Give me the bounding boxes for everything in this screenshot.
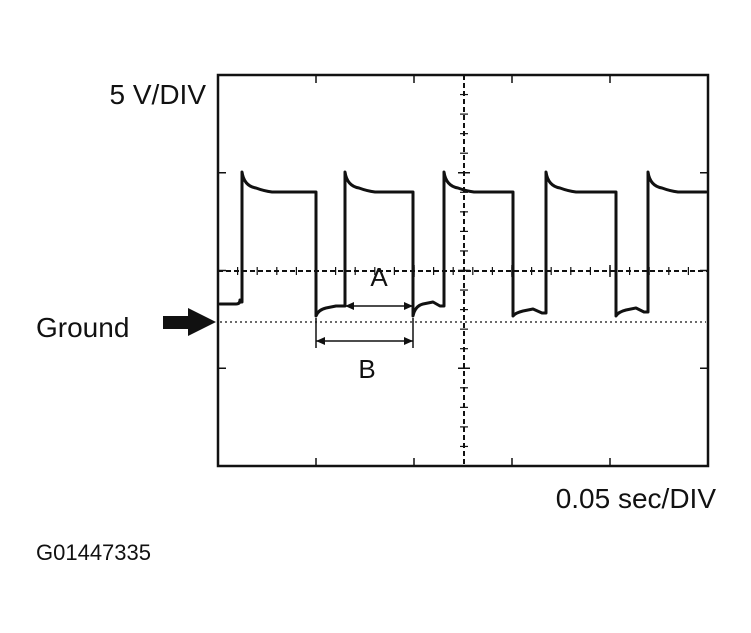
- scope-grid: [218, 75, 708, 466]
- interval-b-dimension: [315, 318, 414, 348]
- figure-id: G01447335: [36, 540, 151, 565]
- arrow-right-icon: [163, 308, 216, 336]
- ground-label: Ground: [36, 312, 129, 343]
- vertical-scale-label: 5 V/DIV: [110, 79, 207, 110]
- interval-a-label: A: [370, 262, 388, 292]
- interval-a-dimension: [345, 302, 413, 310]
- interval-b-label: B: [358, 354, 375, 384]
- horizontal-scale-label: 0.05 sec/DIV: [556, 483, 717, 514]
- waveform-trace: [218, 170, 708, 318]
